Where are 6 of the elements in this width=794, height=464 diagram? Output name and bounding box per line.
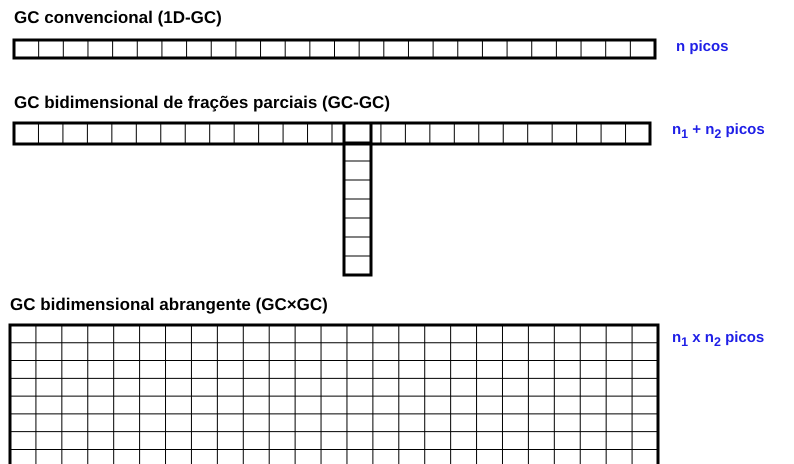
section-heading: GC convencional (1D-GC) bbox=[14, 8, 222, 28]
peak-count-label: n$_{1}$ + n$_{2}$ picos bbox=[672, 121, 765, 141]
section-heading: GC bidimensional de frações parciais (GC-GC) bbox=[14, 93, 390, 113]
peak-count-label: n$_{1}$ x n$_{2}$ picos bbox=[672, 329, 764, 349]
section-heading: GC bidimensional abrangente (GC×GC) bbox=[10, 295, 328, 315]
peak-count-label: n picos bbox=[676, 38, 729, 55]
